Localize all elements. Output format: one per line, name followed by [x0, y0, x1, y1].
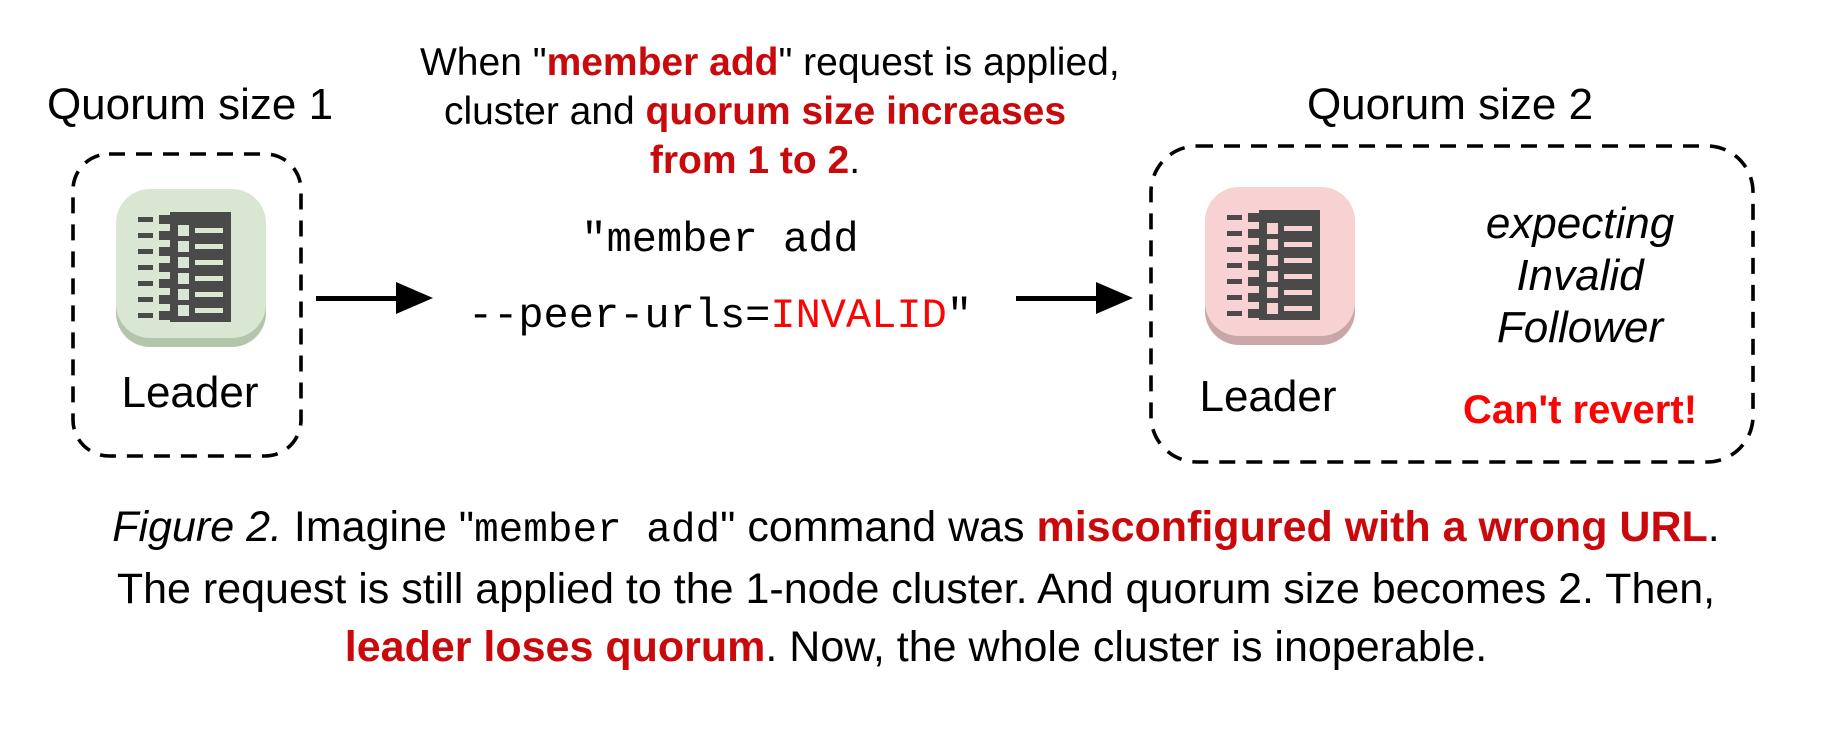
caption-l1-b: " command was — [720, 503, 1037, 551]
annotation-text: When "member add" request is applied, cl… — [420, 38, 1120, 185]
cant-revert-warning: Can't revert! — [1462, 388, 1698, 432]
left-leader-label: Leader — [121, 368, 259, 417]
command-line-2: --peer-urls=INVALID" — [420, 278, 1020, 354]
figure-caption: Figure 2. Imagine "member add" command w… — [0, 498, 1832, 676]
caption-line-2: The request is still applied to the 1-no… — [116, 565, 1716, 613]
expectation-line: Invalid — [1516, 251, 1644, 300]
annotation-line-3: from 1 to 2. — [420, 136, 1090, 185]
left-cluster-boundary — [71, 152, 303, 458]
annotation-l1-black2: " request is applied, — [778, 41, 1120, 84]
command-invalid-value: INVALID — [770, 292, 947, 340]
member-add-command: "member add --peer-urls=INVALID" — [420, 202, 1020, 354]
arrow-right-icon — [316, 282, 433, 314]
right-leader-label: Leader — [1199, 372, 1337, 421]
annotation-l3-red: from 1 to 2 — [649, 139, 850, 182]
caption-line-3: leader loses quorum. Now, the whole clus… — [0, 618, 1832, 676]
expectation-note: expecting Invalid Follower — [1400, 198, 1760, 354]
command-line-1: "member add — [581, 216, 859, 264]
annotation-line-1: When "member add" request is applied, — [420, 38, 1120, 87]
annotation-l2-black: cluster and — [443, 90, 646, 133]
caption-leader-loses-quorum-highlight: leader loses quorum — [344, 623, 766, 671]
right-cluster-boundary — [1149, 144, 1755, 464]
expectation-line: Follower — [1496, 303, 1664, 352]
leader-node-green-icon — [116, 189, 266, 347]
caption-member-add-code: member add — [474, 508, 721, 554]
annotation-l3-black: . — [849, 139, 861, 182]
caption-l3-rest: . Now, the whole cluster is inoperable. — [765, 623, 1488, 671]
expectation-line: expecting — [1485, 199, 1675, 248]
arrow-right-icon — [1016, 282, 1133, 314]
caption-l1-c: . — [1707, 503, 1720, 551]
caption-line-1: Figure 2. Imagine "member add" command w… — [0, 498, 1832, 560]
annotation-l1-black: When " — [420, 41, 547, 84]
leader-node-pink-icon — [1205, 187, 1355, 345]
annotation-line-2: cluster and quorum size increases — [420, 87, 1090, 136]
left-cluster-title: Quorum size 1 — [46, 80, 334, 129]
figure-number-label: Figure 2. — [112, 503, 282, 551]
command-closing-quote: " — [946, 292, 973, 340]
annotation-l1-red: member add — [546, 41, 779, 84]
caption-misconfigured-highlight: misconfigured with a wrong URL — [1036, 503, 1708, 551]
command-peer-urls: --peer-urls= — [467, 292, 771, 340]
annotation-l2-red: quorum size increases — [645, 90, 1067, 133]
caption-l1-a: Imagine " — [281, 503, 475, 551]
right-cluster-title: Quorum size 2 — [1306, 80, 1594, 129]
